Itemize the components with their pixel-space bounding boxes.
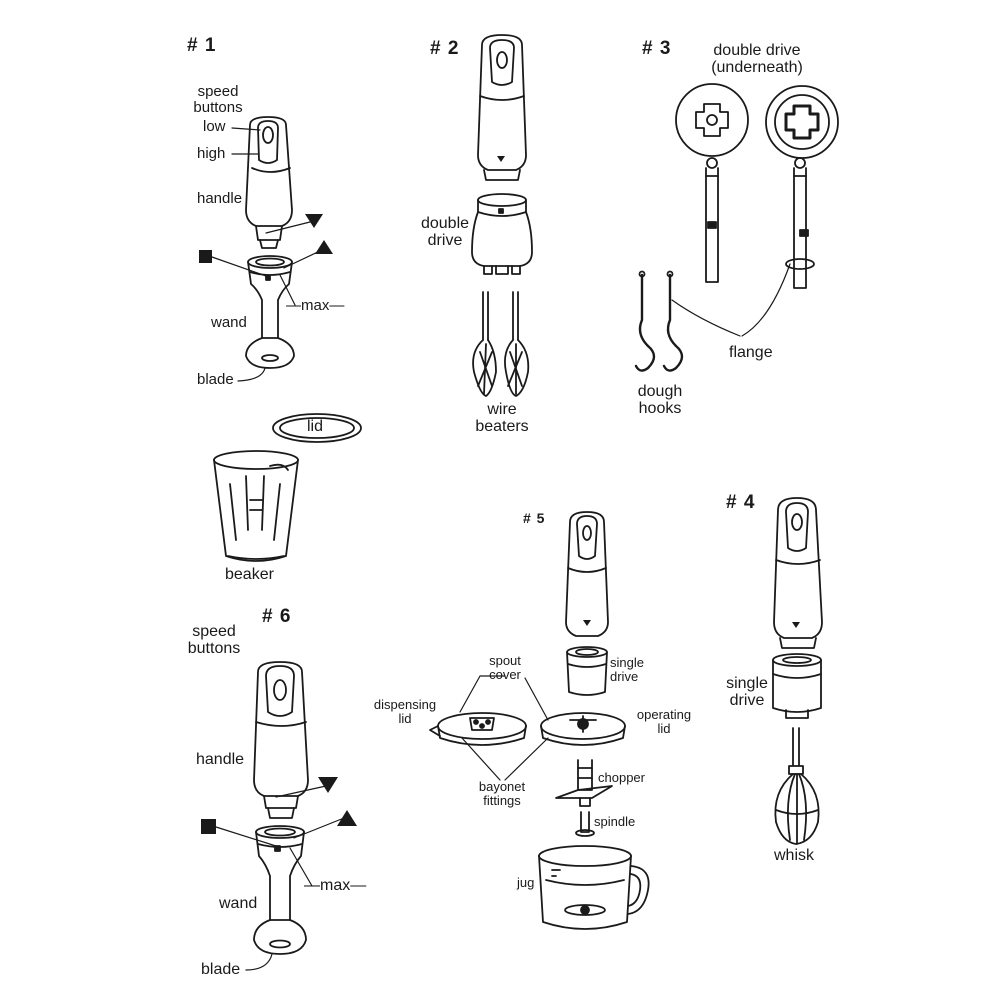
- s6-leaders: [215, 785, 345, 971]
- s5-single-drive-line2: drive: [610, 668, 639, 684]
- s5-spindle: [575, 811, 595, 837]
- s6-speed-buttons-line2: buttons: [187, 639, 241, 657]
- s4-single-drive-line2: drive: [729, 691, 765, 709]
- s6-max-label: —max—: [304, 877, 367, 894]
- lid-label: lid: [307, 418, 324, 435]
- s5-spindle-label: spindle: [594, 814, 636, 829]
- lid-drawing: [272, 413, 362, 443]
- s2-motor-handle: [477, 34, 527, 181]
- s6-blade-label: blade: [201, 961, 241, 978]
- s3-leaders: [671, 263, 791, 337]
- s5-single-drive: [566, 646, 608, 696]
- s5-single-drive-line1: single: [610, 655, 644, 670]
- up-triangle-icon: [315, 240, 333, 254]
- s1-speed-buttons-label: speed buttons: [190, 84, 246, 116]
- s3-dough-hooks-line1: dough: [637, 383, 683, 400]
- s5-number: # 5: [523, 510, 546, 526]
- s3-hook-shafts: [705, 157, 815, 289]
- s3-dough-hooks-line2: hooks: [638, 399, 682, 417]
- s5-chopper-label: chopper: [598, 770, 645, 785]
- s4-whisk-label: whisk: [774, 847, 815, 864]
- s2-wire-beaters-line2: beaters: [475, 417, 529, 435]
- s1-wand-label: wand: [211, 314, 247, 331]
- s3-flange-label: flange: [729, 344, 773, 361]
- s4-single-drive-label: single drive: [722, 675, 772, 710]
- up-triangle-icon: [337, 810, 357, 826]
- down-triangle-icon: [318, 777, 338, 793]
- s1-speed-buttons-line1: speed: [197, 83, 239, 100]
- s3-number: # 3: [642, 38, 672, 59]
- s6-markers: [201, 777, 357, 834]
- s2-number: # 2: [430, 38, 460, 59]
- s3-double-drive-line1: double drive: [713, 42, 801, 59]
- s1-leaders: [211, 127, 323, 382]
- s6-wand-label: wand: [219, 895, 258, 912]
- s4-single-drive-line1: single: [726, 675, 768, 692]
- s1-handle-label: handle: [197, 190, 243, 207]
- s5-spout-cover-label: spout cover: [480, 654, 530, 681]
- s6-number: # 6: [262, 606, 292, 627]
- square-marker-icon: [201, 819, 216, 834]
- s5-spout-cover-line2: cover: [489, 666, 521, 682]
- s1-high-label: high: [197, 145, 226, 162]
- s6-wand: [253, 825, 307, 955]
- s5-spout-cover-line1: spout: [489, 653, 521, 668]
- s5-dispensing-lid-line2: lid: [398, 710, 412, 726]
- s5-bayonet-fittings-line2: fittings: [483, 792, 521, 808]
- s5-operating-lid-line2: lid: [657, 720, 671, 736]
- s5-dispensing-lid: [429, 712, 527, 746]
- s1-max-label: —max—: [286, 297, 345, 314]
- s3-double-drive-line2: (underneath): [711, 58, 803, 76]
- s5-leaders: [459, 675, 549, 781]
- s4-single-drive: [772, 653, 822, 719]
- s5-jug: [538, 845, 650, 930]
- s1-blade-label: blade: [197, 371, 234, 388]
- s5-dispensing-lid-line1: dispensing: [373, 697, 437, 712]
- beaker-label: beaker: [225, 566, 274, 583]
- s5-motor-handle: [565, 511, 609, 637]
- s1-motor-handle: [245, 116, 293, 249]
- s1-wand: [245, 255, 295, 369]
- s5-bayonet-fittings-label: bayonet fittings: [470, 780, 534, 807]
- s5-single-drive-label: single drive: [610, 656, 644, 683]
- s6-speed-buttons-label: speed buttons: [180, 623, 248, 658]
- s4-number: # 4: [726, 492, 756, 513]
- s3-dough-hooks-label: dough hooks: [630, 383, 690, 418]
- s5-chopper: [555, 759, 613, 807]
- s5-operating-lid-line1: operating: [636, 707, 692, 722]
- s3-drive-disc-right: [765, 85, 839, 159]
- s2-double-drive-line1: double: [420, 215, 470, 232]
- s6-max-text: max: [320, 877, 351, 894]
- s4-whisk: [774, 727, 820, 845]
- s5-operating-lid-label: operating lid: [632, 708, 696, 735]
- s4-motor-handle: [773, 497, 823, 649]
- s5-dispensing-lid-label: dispensing lid: [366, 698, 444, 725]
- s5-operating-lid: [540, 712, 626, 746]
- s1-max-text: max: [301, 297, 330, 314]
- s2-wire-beaters-label: wire beaters: [466, 401, 538, 436]
- s3-drive-disc-left: [675, 83, 749, 157]
- s2-double-drive-line2: drive: [427, 231, 463, 249]
- s3-double-drive-label: double drive (underneath): [702, 42, 812, 77]
- s2-wire-beaters-line1: wire: [487, 401, 517, 418]
- s2-double-drive: [471, 193, 533, 275]
- s5-jug-label: jug: [517, 875, 535, 890]
- s6-motor-handle: [253, 661, 309, 819]
- s5-bayonet-fittings-line1: bayonet: [478, 779, 526, 794]
- s1-speed-buttons-line2: buttons: [193, 98, 243, 116]
- s6-handle-label: handle: [196, 751, 245, 768]
- s2-wire-beaters: [472, 291, 530, 397]
- s2-double-drive-label: double drive: [415, 215, 475, 250]
- s1-low-label: low: [203, 118, 226, 135]
- s3-dough-hooks: [634, 270, 684, 372]
- beaker-drawing: [213, 450, 299, 562]
- s6-speed-buttons-line1: speed: [192, 623, 236, 640]
- s1-number: # 1: [187, 35, 217, 56]
- square-marker-icon: [199, 250, 212, 263]
